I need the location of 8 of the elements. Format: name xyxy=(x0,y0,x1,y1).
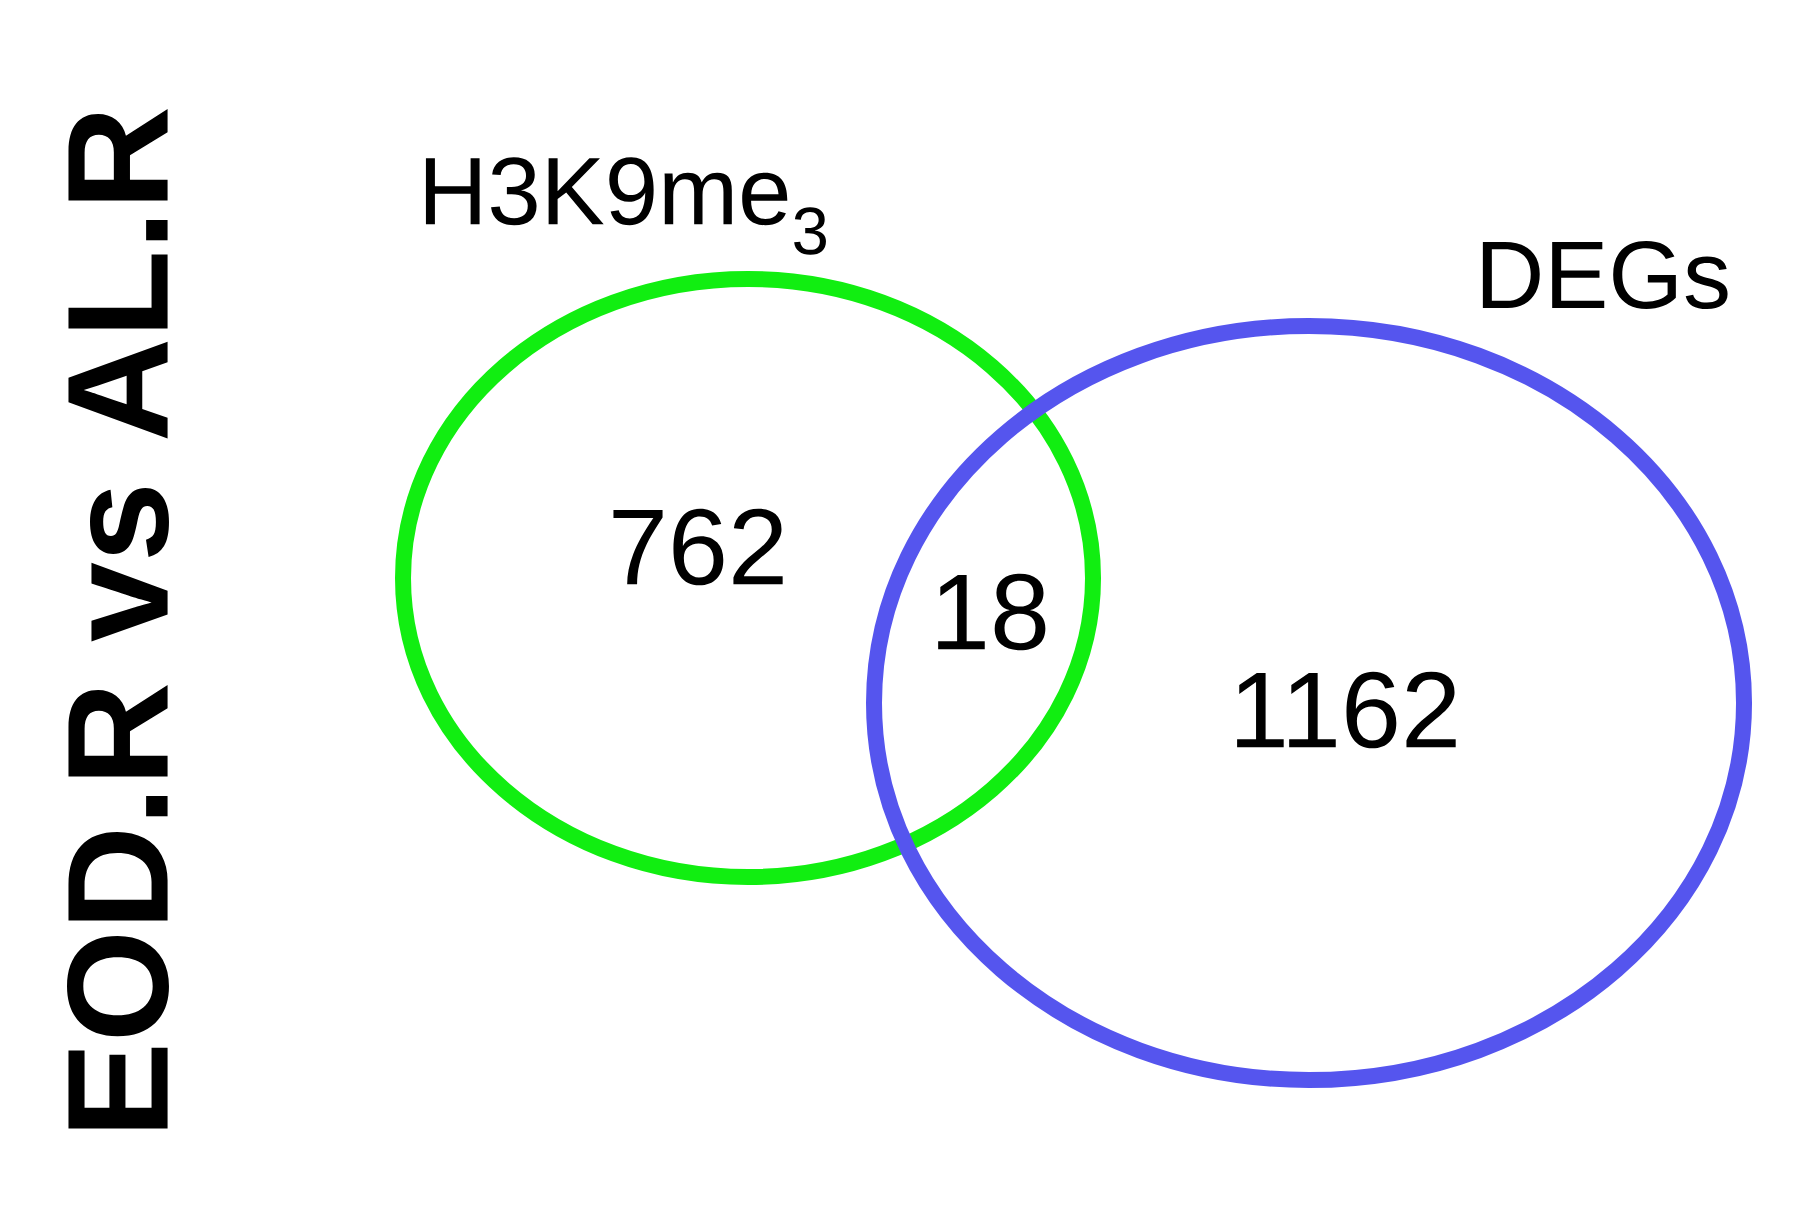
set-label: H3K9me$_{3}$ xyxy=(425,157,826,255)
count-number: 1162 xyxy=(1237,671,1456,749)
count-number: 762 xyxy=(613,508,783,586)
venn-circle xyxy=(866,318,1752,1088)
title: EOD.R vs AL.R xyxy=(67,109,169,1129)
venn-circle xyxy=(395,271,1101,885)
count-number: 18 xyxy=(938,573,1046,651)
set-label: DEGs xyxy=(1482,241,1728,309)
